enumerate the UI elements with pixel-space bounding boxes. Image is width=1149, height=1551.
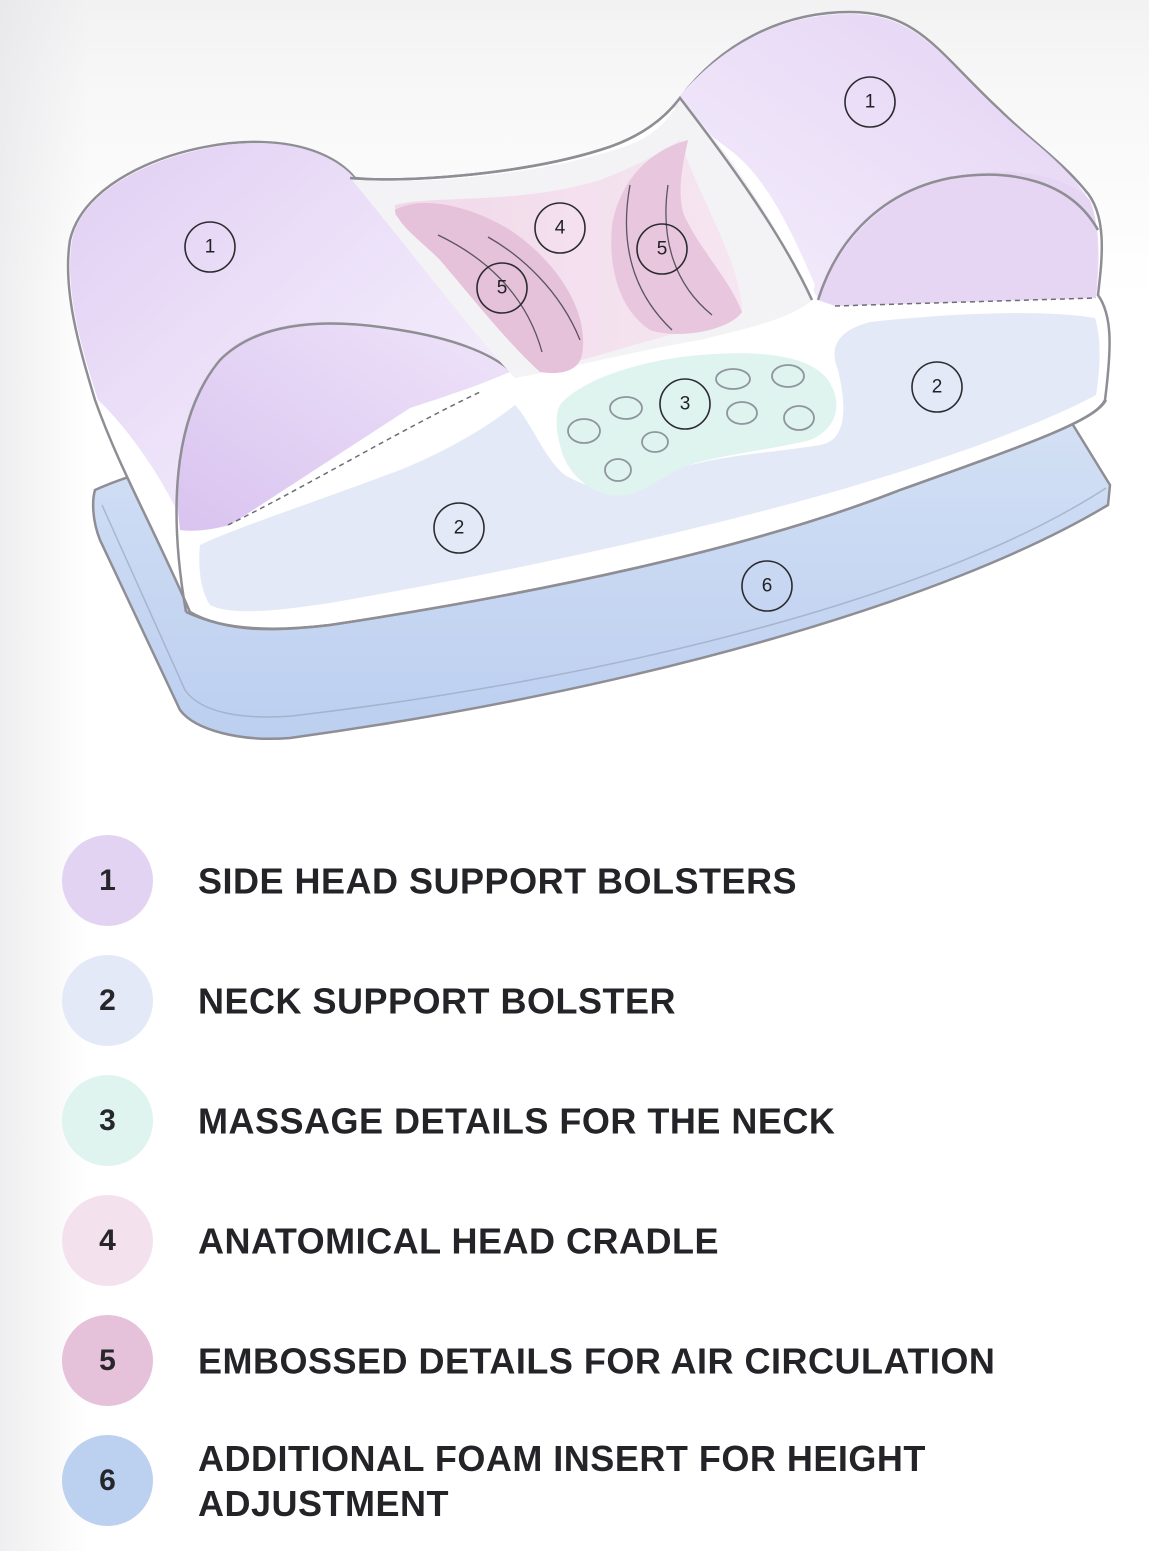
legend-badge: 1 bbox=[62, 835, 153, 926]
legend-item-3: 3 MASSAGE DETAILS FOR THE NECK bbox=[62, 1075, 1122, 1167]
legend-badge: 3 bbox=[62, 1075, 153, 1166]
marker-number: 1 bbox=[865, 92, 876, 113]
legend-label: SIDE HEAD SUPPORT BOLSTERS bbox=[198, 860, 798, 902]
marker-number: 4 bbox=[555, 218, 566, 239]
marker-side-bolster-left: 1 bbox=[184, 221, 236, 273]
marker-circle bbox=[636, 223, 688, 275]
marker-number: 3 bbox=[680, 394, 691, 415]
legend-label: NECK SUPPORT BOLSTER bbox=[198, 980, 677, 1022]
bolster-outline-left bbox=[175, 322, 513, 613]
marker-number: 2 bbox=[932, 377, 943, 398]
marker-circle bbox=[476, 262, 528, 314]
marker-circle bbox=[911, 361, 963, 413]
side-bolster-right-front bbox=[818, 171, 1098, 306]
marker-number: 2 bbox=[454, 518, 465, 539]
marker-circle bbox=[184, 221, 236, 273]
bolster-seam-right bbox=[834, 297, 1097, 307]
legend-item-6: 6 ADDITIONAL FOAM INSERT FOR HEIGHT ADJUS… bbox=[62, 1435, 1122, 1527]
marker-massage-area: 3 bbox=[659, 378, 711, 430]
embossed-left-shape bbox=[395, 202, 584, 374]
legend-item-4: 4 ANATOMICAL HEAD CRADLE bbox=[62, 1195, 1122, 1287]
massage-nubs bbox=[567, 364, 815, 482]
marker-number: 5 bbox=[657, 239, 668, 260]
marker-circle bbox=[741, 560, 793, 612]
marker-foam-insert: 6 bbox=[741, 560, 793, 612]
marker-number: 6 bbox=[762, 576, 773, 597]
marker-circle bbox=[433, 502, 485, 554]
neck-bolster-shape bbox=[199, 313, 1100, 612]
pillow-front-edge bbox=[185, 399, 1108, 631]
diagram-markers: 1 1 4 5 5 3 2 2 6 bbox=[184, 76, 963, 612]
marker-circle bbox=[534, 202, 586, 254]
legend-label: MASSAGE DETAILS FOR THE NECK bbox=[198, 1100, 836, 1142]
bolster-seam-left bbox=[227, 391, 481, 526]
legend-badge: 5 bbox=[62, 1315, 153, 1406]
pillow-top-edge bbox=[349, 95, 814, 301]
massage-area-shape bbox=[556, 353, 837, 496]
legend-item-2: 2 NECK SUPPORT BOLSTER bbox=[62, 955, 1122, 1047]
marker-side-bolster-right: 1 bbox=[844, 76, 896, 128]
legend-label: EMBOSSED DETAILS FOR AIR CIRCULATION bbox=[198, 1340, 996, 1382]
legend-label: ANATOMICAL HEAD CRADLE bbox=[198, 1220, 719, 1262]
embossed-lines bbox=[437, 184, 713, 353]
embossed-right-shape bbox=[611, 140, 742, 334]
marker-embossed-left: 5 bbox=[476, 262, 528, 314]
legend-item-1: 1 SIDE HEAD SUPPORT BOLSTERS bbox=[62, 835, 1122, 927]
legend-label: ADDITIONAL FOAM INSERT FOR HEIGHT ADJUST… bbox=[198, 1438, 926, 1524]
legend-badge: 2 bbox=[62, 955, 153, 1046]
side-bolster-left-front bbox=[177, 321, 510, 531]
marker-neck-bolster-left: 2 bbox=[433, 502, 485, 554]
pillow-diagram: 1 1 4 5 5 3 2 2 6 bbox=[66, 10, 1112, 740]
marker-neck-bolster-right: 2 bbox=[911, 361, 963, 413]
marker-number: 1 bbox=[205, 237, 216, 258]
marker-head-cradle: 4 bbox=[534, 202, 586, 254]
marker-circle bbox=[659, 378, 711, 430]
marker-circle bbox=[844, 76, 896, 128]
legend-item-5: 5 EMBOSSED DETAILS FOR AIR CIRCULATION bbox=[62, 1315, 1122, 1407]
marker-embossed-right: 5 bbox=[636, 223, 688, 275]
bolster-outline-right bbox=[816, 173, 1100, 301]
legend-badge: 4 bbox=[62, 1195, 153, 1286]
legend-badge: 6 bbox=[62, 1435, 153, 1526]
marker-number: 5 bbox=[497, 278, 508, 299]
foam-insert-edge bbox=[101, 487, 1107, 718]
